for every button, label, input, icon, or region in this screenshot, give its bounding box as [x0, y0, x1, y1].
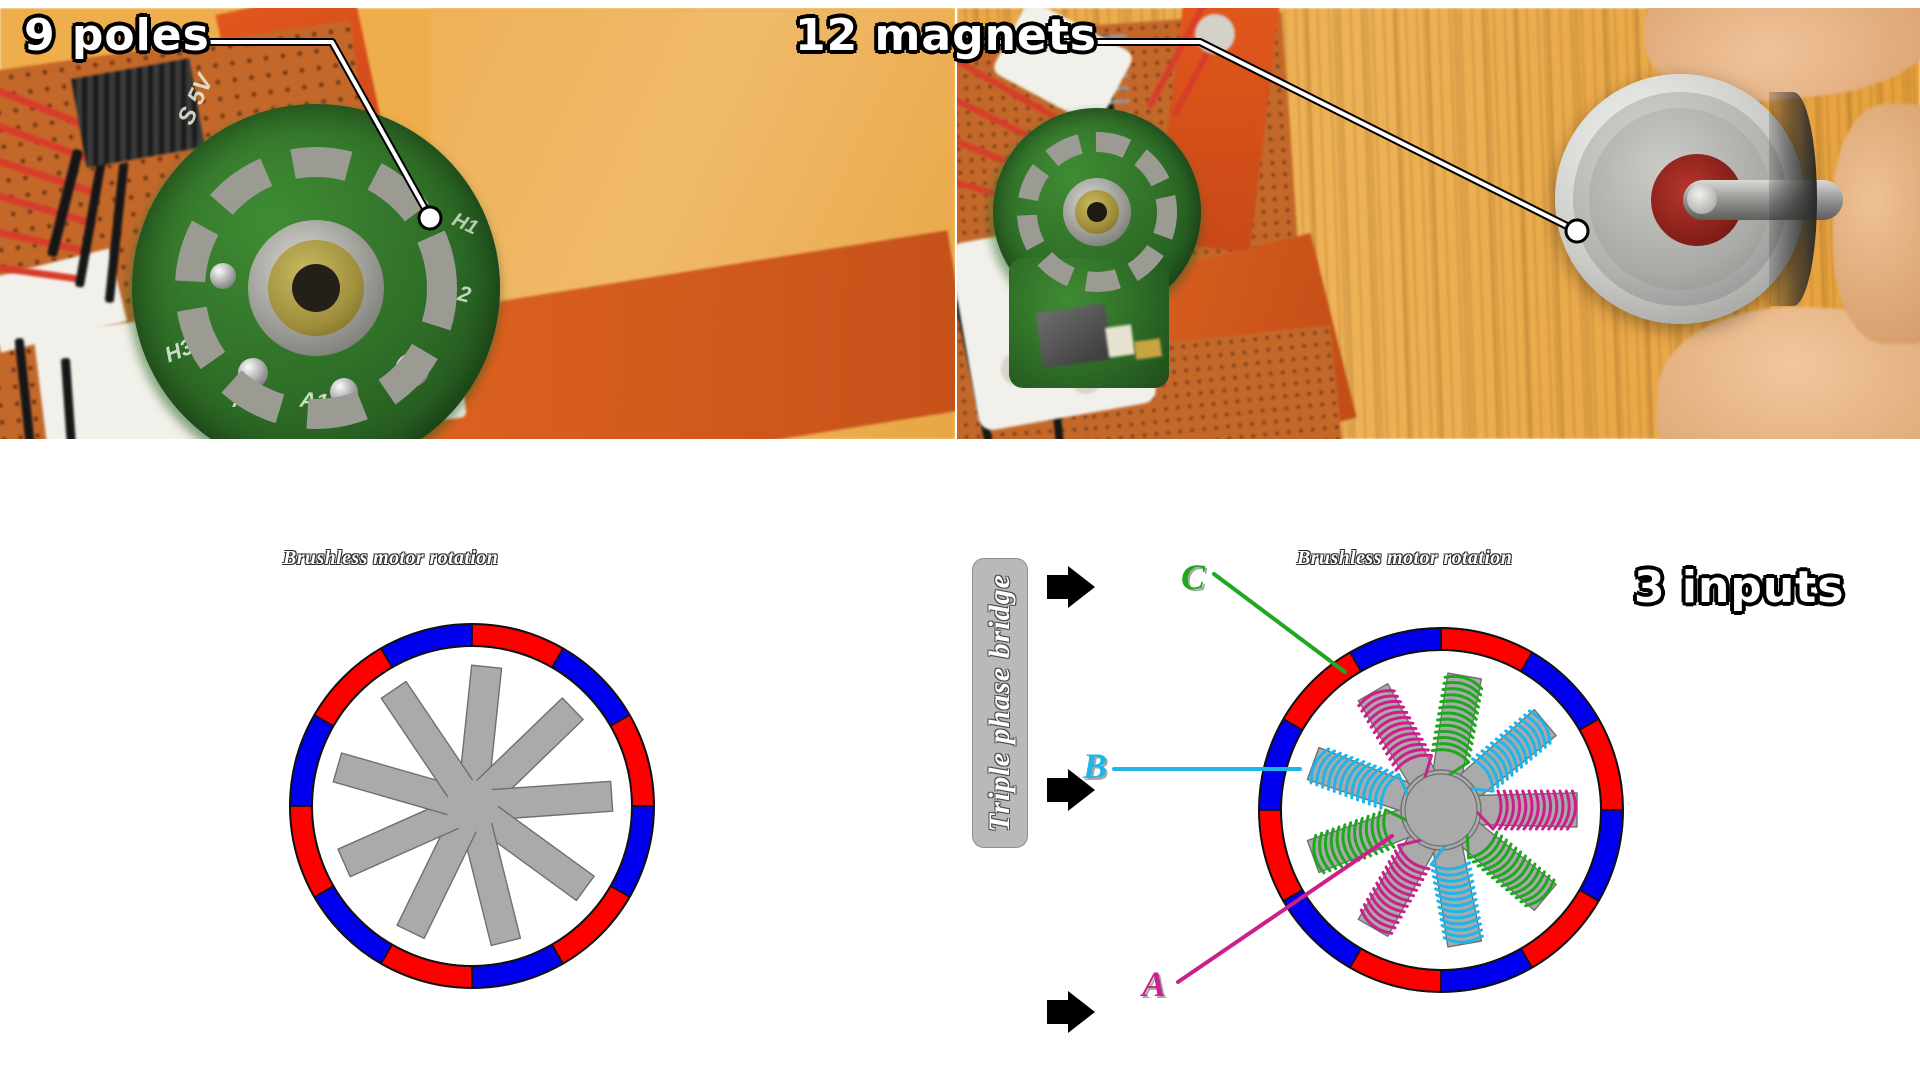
callout-9-poles: 9 poles [24, 10, 210, 61]
caption-left-diagram: Brushless motor rotation [283, 547, 499, 569]
solder-pad [210, 263, 236, 289]
phase-label-b: B [1083, 746, 1108, 786]
triple-phase-bridge[interactable]: Triple phase bridge [972, 558, 1028, 848]
shaft-tip [1687, 184, 1717, 214]
phase-label-a: A [1142, 964, 1167, 1004]
caption-right-diagram: Brushless motor rotation [1297, 547, 1513, 569]
rotor-bell-edge [1769, 92, 1817, 306]
finger-right [1833, 104, 1920, 344]
phase-label-c: C [1181, 557, 1206, 597]
diagram-left-motor [289, 623, 655, 989]
callout-3-inputs: 3 inputs [1634, 562, 1845, 613]
shaft-hole [292, 264, 340, 312]
callout-12-magnets: 12 magnets [795, 10, 1097, 61]
